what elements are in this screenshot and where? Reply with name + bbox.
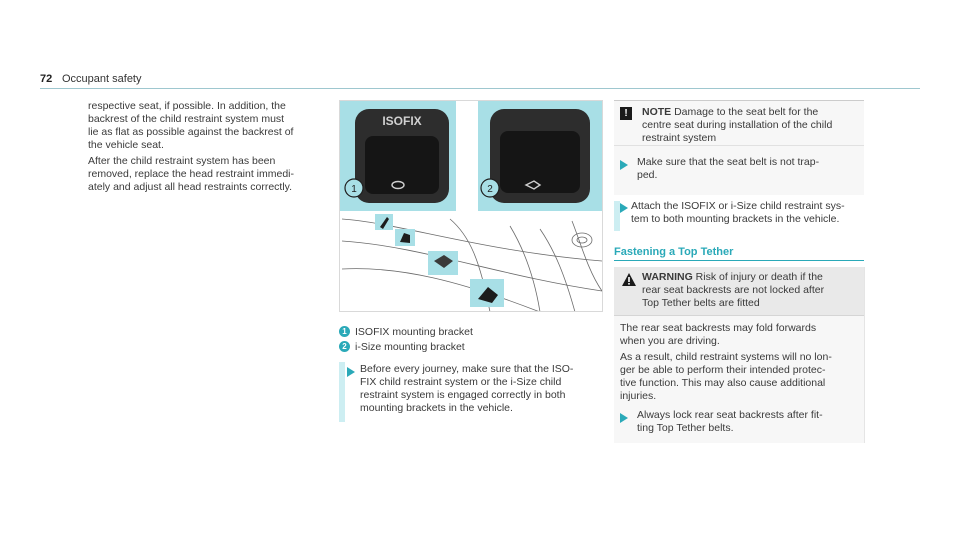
warning-body-1: The rear seat backrests may fold forward… [620, 322, 860, 348]
text-line: the vehicle seat. [88, 139, 164, 151]
action-arrow-icon [620, 413, 628, 423]
action-arrow-icon [347, 367, 355, 377]
warning-divider [614, 315, 864, 316]
note-top-rule [614, 100, 864, 101]
text-line: ped. [637, 169, 658, 181]
text-line: backrest of the child restraint system m… [88, 113, 285, 125]
paragraph-2: After the child restraint system has bee… [88, 155, 322, 194]
text-line: The rear seat backrests may fold forward… [620, 322, 817, 334]
legend-item: 2 i-Size mounting bracket [339, 341, 609, 353]
text-line: removed, replace the head restraint imme… [88, 168, 295, 180]
text-line: Top Tether belts are fitted [642, 297, 760, 309]
note-box [614, 100, 864, 195]
legend-item: 1 ISOFIX mounting bracket [339, 326, 609, 338]
illustration-svg: ISOFIX 1 2 [340, 101, 602, 311]
action-arrow-icon [620, 203, 628, 213]
note-icon: ! [620, 107, 632, 120]
note-label: NOTE [642, 106, 672, 118]
text-line: ately and adjust all head restraints cor… [88, 181, 293, 193]
callout-2: 2 [487, 184, 493, 195]
text-line: Before every journey, make sure that the… [360, 363, 574, 375]
section-rule [614, 260, 864, 261]
text-line: Make sure that the seat belt is not trap… [637, 156, 820, 168]
header-rule [40, 88, 920, 89]
isofix-illustration: ISOFIX 1 2 [339, 100, 603, 312]
warning-icon [622, 273, 636, 286]
text-line: tive function. This may also cause addit… [620, 377, 826, 389]
legend-badge: 1 [339, 326, 350, 337]
text-line: Damage to the seat belt for the [674, 106, 819, 118]
warning-action-text: Always lock rear seat backrests after fi… [637, 409, 857, 435]
page-number: 72 [40, 73, 53, 85]
text-line: ger be able to perform their intended pr… [620, 364, 826, 376]
text-line: As a result, child restraint systems wil… [620, 351, 832, 363]
text-line: FIX child restraint system or the i-Size… [360, 376, 562, 388]
note-divider [614, 145, 864, 146]
text-line: mounting brackets in the vehicle. [360, 402, 513, 414]
text-line: respective seat, if possible. In additio… [88, 100, 286, 112]
text-line: After the child restraint system has bee… [88, 155, 276, 167]
warning-edge [864, 267, 865, 443]
warning-label: WARNING [642, 271, 693, 283]
action-marker-bar [614, 201, 620, 231]
action-arrow-icon [620, 160, 628, 170]
warning-head: WARNING Risk of injury or death if the r… [642, 271, 857, 310]
text-line: Attach the ISOFIX or i-Size child restra… [631, 200, 845, 212]
left-column-text: respective seat, if possible. In additio… [88, 100, 322, 197]
action-text: Attach the ISOFIX or i-Size child restra… [631, 200, 861, 226]
note-head: NOTE Damage to the seat belt for the cen… [642, 106, 857, 145]
text-line: restraint system is engaged correctly in… [360, 389, 566, 401]
paragraph-1: respective seat, if possible. In additio… [88, 100, 322, 152]
legend-text: i-Size mounting bracket [355, 341, 465, 353]
action-marker-bar [339, 362, 345, 422]
text-line: lie as flat as possible against the back… [88, 126, 294, 138]
text-line: Always lock rear seat backrests after fi… [637, 409, 823, 421]
text-line: tem to both mounting brackets in the veh… [631, 213, 840, 225]
action-text: Before every journey, make sure that the… [360, 363, 610, 415]
warning-body-2: As a result, child restraint systems wil… [620, 351, 860, 403]
legend-badge: 2 [339, 341, 350, 352]
legend-text: ISOFIX mounting bracket [355, 326, 473, 338]
isofix-label: ISOFIX [382, 114, 421, 128]
text-line: restraint system [642, 132, 717, 144]
warning-header-bg [614, 267, 864, 315]
section-title: Fastening a Top Tether [614, 246, 734, 258]
text-line: rear seat backrests are not locked after [642, 284, 825, 296]
text-line: ting Top Tether belts. [637, 422, 734, 434]
callout-1: 1 [351, 184, 357, 195]
text-line: centre seat during installation of the c… [642, 119, 833, 131]
text-line: injuries. [620, 390, 657, 402]
note-action-text: Make sure that the seat belt is not trap… [637, 156, 857, 182]
text-line: Risk of injury or death if the [695, 271, 823, 283]
text-line: when you are driving. [620, 335, 720, 347]
chapter-title: Occupant safety [62, 73, 142, 85]
